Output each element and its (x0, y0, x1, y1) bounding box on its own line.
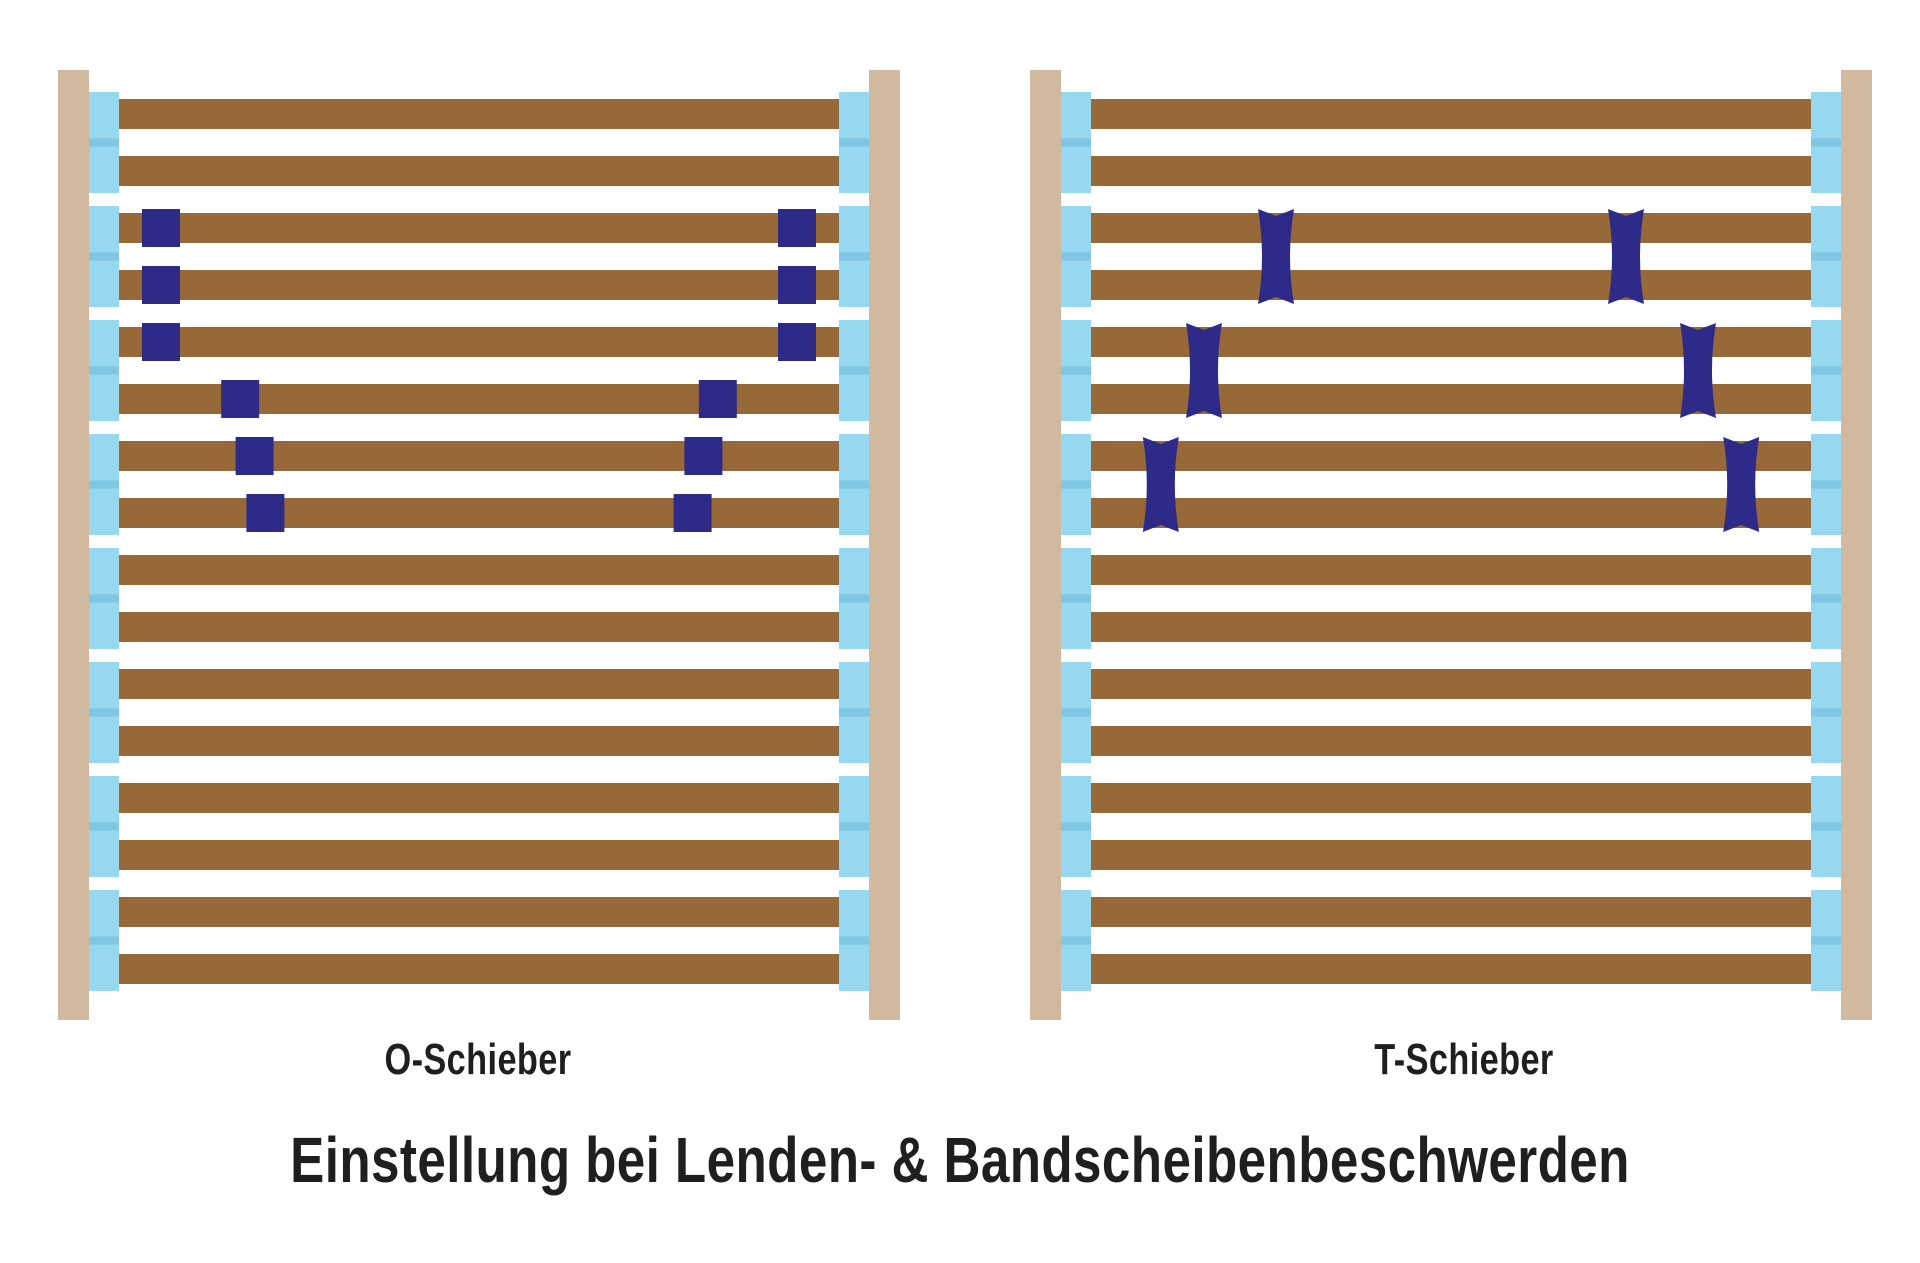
square-slider-icon[interactable] (142, 266, 180, 304)
t-slider-icon[interactable] (1608, 209, 1644, 304)
slat-holder-joint (89, 252, 119, 261)
slat-holder-joint (89, 138, 119, 147)
slat-1 (119, 99, 839, 129)
slat-holder-joint (1061, 936, 1091, 945)
slat-9 (1091, 555, 1811, 585)
slat-holder-joint (1811, 252, 1841, 261)
slat-8 (119, 498, 839, 528)
slat-16 (119, 954, 839, 984)
slat-holder-joint (839, 822, 869, 831)
slat-14 (119, 840, 839, 870)
frame-rail-right (1841, 70, 1872, 1020)
slat-10 (119, 612, 839, 642)
square-slider-icon[interactable] (778, 209, 816, 247)
t-slider-icon[interactable] (1258, 209, 1294, 304)
slat-holder-joint (839, 480, 869, 489)
square-slider-icon[interactable] (246, 494, 285, 532)
square-slider-icon[interactable] (673, 494, 712, 532)
slat-13 (1091, 783, 1811, 813)
slat-holder-joint (1811, 594, 1841, 603)
slat-holder-joint (839, 138, 869, 147)
slat-15 (119, 897, 839, 927)
slat-holder-joint (89, 708, 119, 717)
slat-5 (119, 327, 839, 357)
slat-holder-joint (1061, 480, 1091, 489)
t-slider-slatted-frame (1030, 70, 1872, 1020)
slat-11 (119, 669, 839, 699)
slat-9 (119, 555, 839, 585)
slat-holder-joint (839, 594, 869, 603)
slat-holder-joint (1061, 594, 1091, 603)
square-slider-icon[interactable] (221, 380, 260, 418)
square-slider-icon[interactable] (684, 437, 723, 475)
slat-3 (1091, 213, 1811, 243)
slat-11 (1091, 669, 1811, 699)
slat-holder-joint (839, 708, 869, 717)
t-slider-icon[interactable] (1723, 437, 1760, 532)
slat-14 (1091, 840, 1811, 870)
slat-holder-joint (1061, 822, 1091, 831)
slat-holder-joint (1811, 138, 1841, 147)
slat-2 (119, 156, 839, 186)
slat-holder-joint (1811, 822, 1841, 831)
slat-4 (1091, 270, 1811, 300)
o-slider-slatted-frame (58, 70, 900, 1020)
frame-rail-right (869, 70, 900, 1020)
slat-7 (1091, 441, 1811, 471)
t-slider-icon[interactable] (1680, 323, 1716, 418)
slat-16 (1091, 954, 1811, 984)
slat-holder-joint (1061, 252, 1091, 261)
slat-holder-joint (1061, 138, 1091, 147)
slat-holder-joint (839, 366, 869, 375)
t-slider-icon[interactable] (1142, 437, 1179, 532)
slat-7 (119, 441, 839, 471)
slat-holder-joint (1811, 366, 1841, 375)
square-slider-icon[interactable] (778, 323, 816, 361)
slat-holder-joint (1811, 480, 1841, 489)
slat-10 (1091, 612, 1811, 642)
frame-rail-left (58, 70, 89, 1020)
slat-holder-joint (89, 936, 119, 945)
square-slider-icon[interactable] (235, 437, 274, 475)
slat-8 (1091, 498, 1811, 528)
slat-holder-joint (1811, 936, 1841, 945)
slat-4 (119, 270, 839, 300)
slat-holder-joint (1061, 366, 1091, 375)
t-slider-icon[interactable] (1186, 323, 1222, 418)
slat-holder-joint (89, 480, 119, 489)
slat-1 (1091, 99, 1811, 129)
frame-rail-left (1030, 70, 1061, 1020)
o-slider-label: O-Schieber (384, 1035, 572, 1084)
slat-holder-joint (839, 936, 869, 945)
slat-15 (1091, 897, 1811, 927)
slat-holder-joint (89, 594, 119, 603)
slat-2 (1091, 156, 1811, 186)
diagram-caption: Einstellung bei Lenden- & Bandscheibenbe… (290, 1124, 1630, 1196)
square-slider-icon[interactable] (698, 380, 737, 418)
t-slider-label: T-Schieber (1374, 1035, 1554, 1084)
slat-holder-joint (839, 252, 869, 261)
slat-13 (119, 783, 839, 813)
square-slider-icon[interactable] (778, 266, 816, 304)
square-slider-icon[interactable] (142, 323, 180, 361)
slat-holder-joint (89, 822, 119, 831)
slat-holder-joint (89, 366, 119, 375)
slat-12 (1091, 726, 1811, 756)
slat-3 (119, 213, 839, 243)
slat-holder-joint (1061, 708, 1091, 717)
square-slider-icon[interactable] (142, 209, 180, 247)
slat-12 (119, 726, 839, 756)
slat-holder-joint (1811, 708, 1841, 717)
